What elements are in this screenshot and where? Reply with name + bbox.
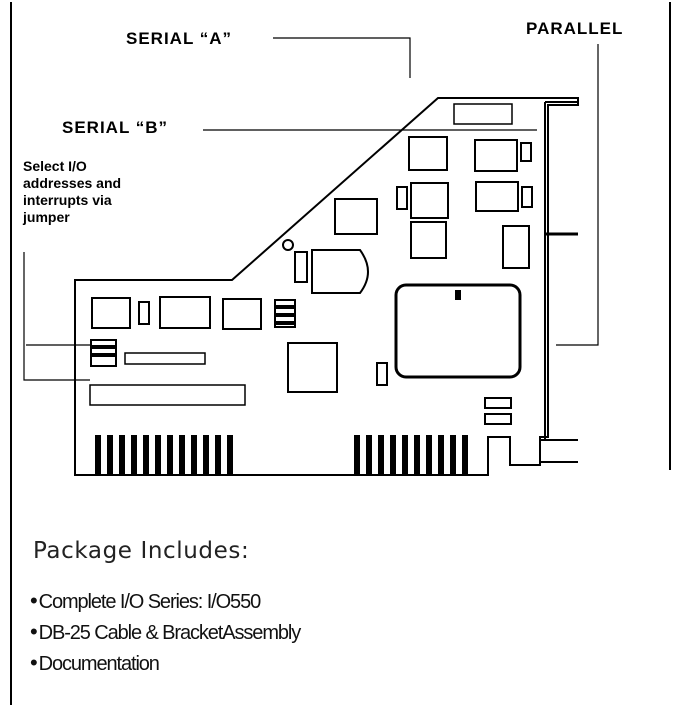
jumper-line xyxy=(276,313,294,317)
select-io-line: Select I/O xyxy=(23,158,87,174)
capacitor xyxy=(138,301,150,325)
select-io-label: Select I/O addresses and interrupts via … xyxy=(23,158,193,226)
jumper-line xyxy=(92,345,115,349)
package-item: •Documentation xyxy=(30,648,300,679)
jumper-line xyxy=(276,305,294,309)
select-io-line: addresses and xyxy=(23,175,122,191)
chip xyxy=(334,198,378,235)
chip xyxy=(287,342,338,393)
jumper-line xyxy=(276,321,294,325)
parallel-leader xyxy=(556,44,599,346)
chip xyxy=(475,181,519,212)
select-leader-lower xyxy=(23,252,90,381)
chip xyxy=(410,182,449,219)
jumper-header xyxy=(124,352,206,365)
chip xyxy=(410,221,447,259)
bullet-icon: • xyxy=(30,619,38,644)
main-chip xyxy=(394,283,522,379)
capacitor xyxy=(520,142,532,162)
chip xyxy=(222,298,262,330)
capacitor xyxy=(396,186,408,210)
resistor-pack xyxy=(502,225,530,269)
chip xyxy=(91,297,131,329)
jumper-block xyxy=(274,299,296,328)
led xyxy=(282,239,294,251)
serial-a-leader xyxy=(273,37,411,78)
serial-b-label: SERIAL “B” xyxy=(62,118,169,137)
part xyxy=(484,413,512,425)
part xyxy=(294,251,308,283)
capacitor xyxy=(376,362,388,386)
bullet-icon: • xyxy=(30,650,38,675)
select-io-line: jumper xyxy=(23,209,70,225)
serial-a-header xyxy=(453,103,513,125)
capacitor xyxy=(521,186,533,208)
jumper-line xyxy=(92,353,115,357)
package-item-text: Documentation xyxy=(38,653,160,675)
select-io-line: interrupts via xyxy=(23,192,112,208)
package-item-text: Complete I/O Series: I/O550 xyxy=(38,591,262,613)
bracket xyxy=(540,101,578,441)
bullet-icon: • xyxy=(30,588,38,613)
pin-one-mark xyxy=(455,290,461,300)
chip xyxy=(408,136,448,171)
package-list: •Complete I/O Series: I/O550 •DB-25 Cabl… xyxy=(30,586,302,679)
package-title: Package Includes: xyxy=(33,538,250,564)
part xyxy=(484,397,512,409)
edge-connector xyxy=(95,435,468,475)
serial-a-label: SERIAL “A” xyxy=(126,29,233,48)
io-header xyxy=(89,384,246,406)
crystal xyxy=(311,249,369,294)
package-item-text: DB-25 Cable & BracketAssembly xyxy=(38,622,302,644)
chip xyxy=(159,296,211,329)
package-item: •DB-25 Cable & BracketAssembly xyxy=(30,617,302,648)
parallel-label: PARALLEL xyxy=(526,19,624,38)
package-item: •Complete I/O Series: I/O550 xyxy=(30,586,300,617)
chip xyxy=(474,139,518,172)
jumper-set xyxy=(90,339,117,367)
board-outline xyxy=(74,97,579,476)
